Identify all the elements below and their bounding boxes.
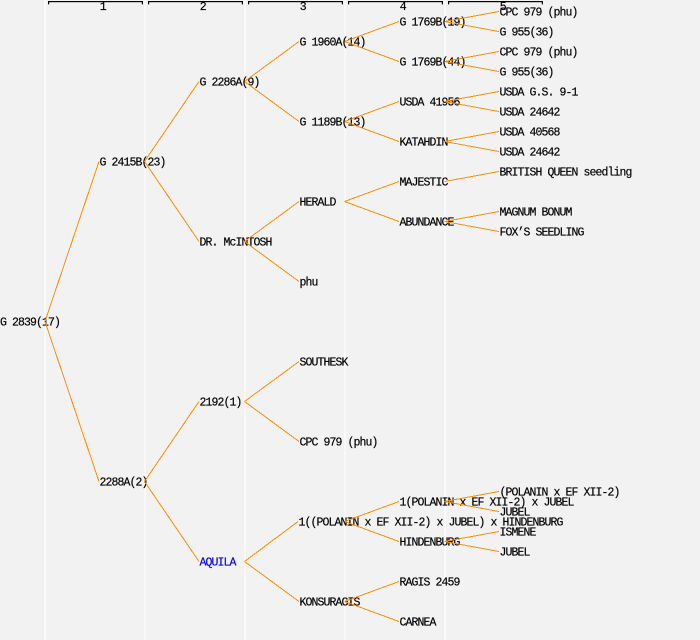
svg-text:5: 5 <box>500 1 507 14</box>
svg-text:USDA 24642: USDA 24642 <box>500 106 561 119</box>
svg-text:2192(1): 2192(1) <box>200 396 242 409</box>
svg-text:(POLANIN x EF XII-2): (POLANIN x EF XII-2) <box>500 486 620 499</box>
svg-text:USDA 40568: USDA 40568 <box>500 126 561 139</box>
svg-text:ISMENE: ISMENE <box>500 526 537 539</box>
svg-text:AQUILA: AQUILA <box>200 556 237 569</box>
svg-text:G 955(36): G 955(36) <box>500 66 554 79</box>
svg-text:G 1769B(44): G 1769B(44) <box>400 56 466 69</box>
svg-text:BRITISH QUEEN seedling: BRITISH QUEEN seedling <box>500 166 632 179</box>
svg-text:MAJESTIC: MAJESTIC <box>400 176 449 189</box>
svg-text:CPC 979 (phu): CPC 979 (phu) <box>500 6 578 19</box>
svg-text:G 955(36): G 955(36) <box>500 26 554 39</box>
svg-text:2: 2 <box>200 1 207 14</box>
svg-text:KONSURAGIS: KONSURAGIS <box>300 596 361 609</box>
svg-text:G 2415B(23): G 2415B(23) <box>100 156 166 169</box>
svg-text:HINDENBURG: HINDENBURG <box>400 536 461 549</box>
svg-text:CPC 979 (phu): CPC 979 (phu) <box>500 46 578 59</box>
svg-text:RAGIS 2459: RAGIS 2459 <box>400 576 461 589</box>
svg-text:1(POLANIN x EF XII-2) x JUBEL: 1(POLANIN x EF XII-2) x JUBEL <box>400 496 575 509</box>
svg-text:1: 1 <box>100 1 107 14</box>
svg-text:1((POLANIN x EF XII-2) x JUBEL: 1((POLANIN x EF XII-2) x JUBEL) x HINDEN… <box>299 516 564 529</box>
svg-text:KATAHDIN: KATAHDIN <box>400 136 448 149</box>
svg-text:DR. McINTOSH: DR. McINTOSH <box>200 236 272 249</box>
svg-text:phu: phu <box>300 276 318 289</box>
svg-text:CPC 979 (phu): CPC 979 (phu) <box>300 436 378 449</box>
svg-text:3: 3 <box>300 1 307 14</box>
svg-text:HERALD: HERALD <box>300 196 337 209</box>
svg-text:G 2839(17): G 2839(17) <box>0 316 60 329</box>
svg-text:JUBEL: JUBEL <box>500 506 531 519</box>
svg-text:USDA 41956: USDA 41956 <box>400 96 461 109</box>
svg-text:SOUTHESK: SOUTHESK <box>300 356 349 369</box>
svg-text:CARNEA: CARNEA <box>400 616 437 629</box>
svg-text:G 1960A(14): G 1960A(14) <box>300 36 366 49</box>
svg-text:4: 4 <box>400 1 407 14</box>
svg-text:JUBEL: JUBEL <box>500 546 531 559</box>
svg-text:G 1189B(13): G 1189B(13) <box>300 116 366 129</box>
svg-text:USDA 24642: USDA 24642 <box>500 146 561 159</box>
svg-text:2288A(2): 2288A(2) <box>100 476 148 489</box>
svg-text:MAGNUM BONUM: MAGNUM BONUM <box>500 206 573 219</box>
svg-text:ABUNDANCE: ABUNDANCE <box>400 216 455 229</box>
svg-text:G 2286A(9): G 2286A(9) <box>200 76 260 89</box>
svg-text:G 1769B(19): G 1769B(19) <box>400 16 466 29</box>
svg-text:USDA G.S. 9-1: USDA G.S. 9-1 <box>500 86 579 99</box>
svg-text:FOX’S SEEDLING: FOX’S SEEDLING <box>500 226 585 239</box>
